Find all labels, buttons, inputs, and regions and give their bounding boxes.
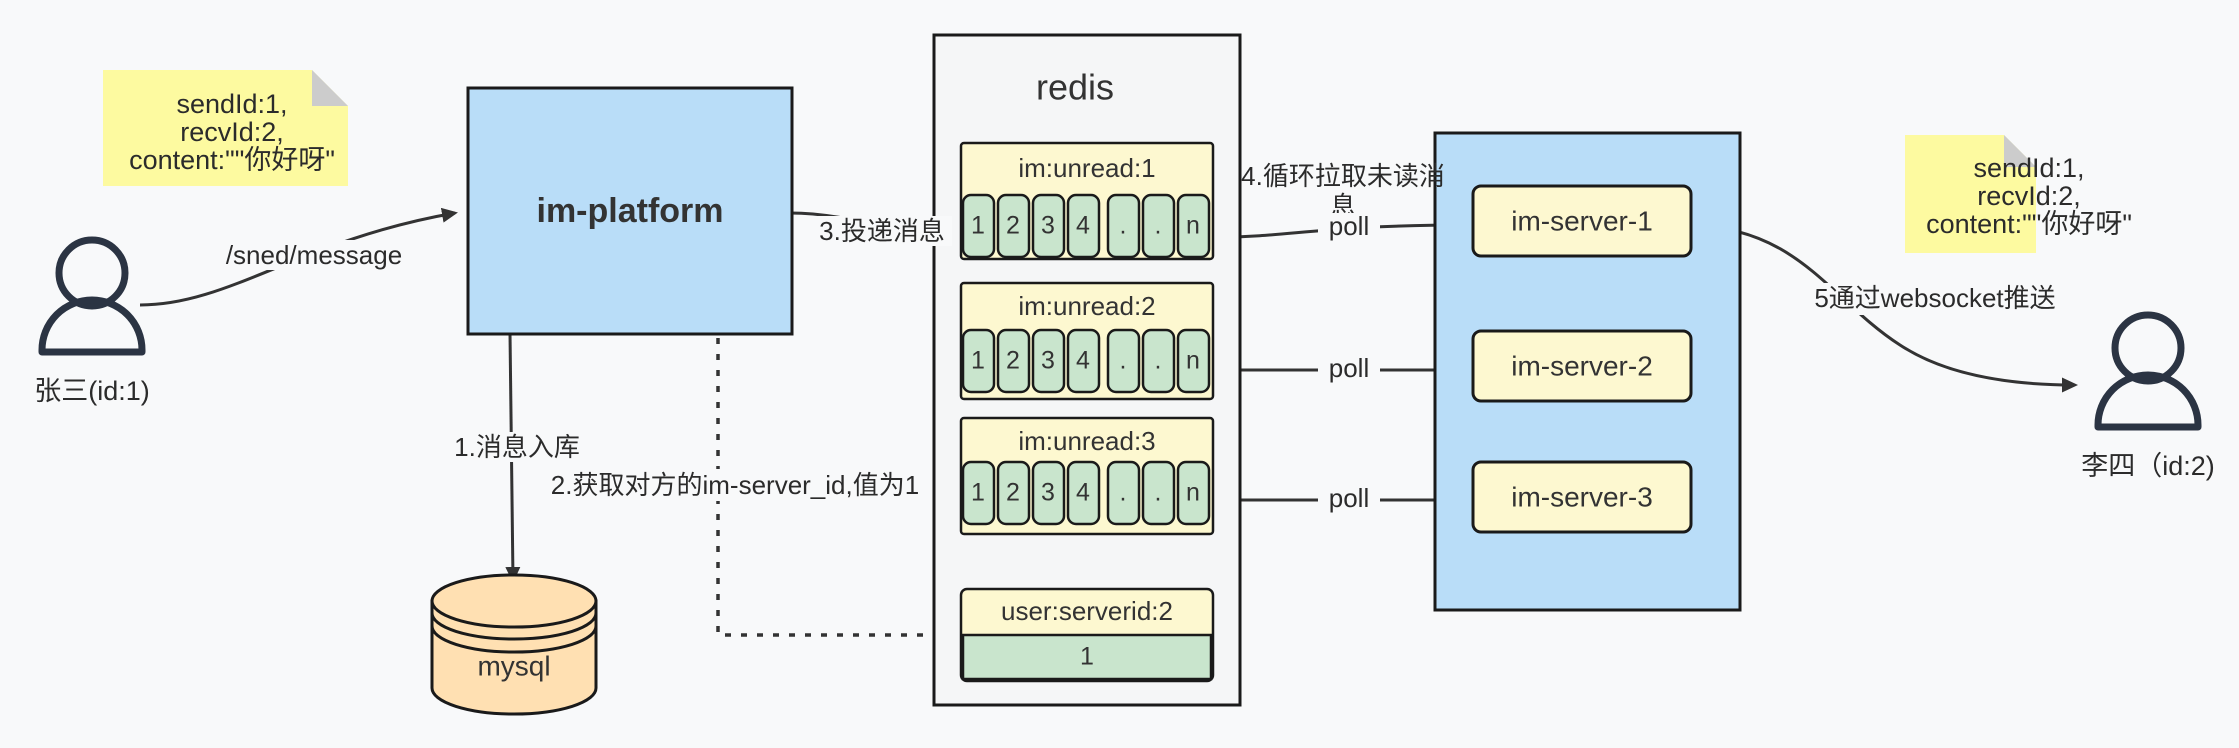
im-server-3-box[interactable] [1471, 460, 1693, 534]
redis-cell-0-1: 2 [1006, 212, 1020, 240]
redis-cell-0-5: . [1155, 212, 1162, 240]
im-server-1-box[interactable] [1471, 184, 1693, 258]
actor-sender-icon [38, 236, 146, 356]
redis-cell-2-5: . [1155, 479, 1162, 507]
redis-serverid-block[interactable] [959, 587, 1215, 683]
note-right-line-0: sendId:1, [1973, 153, 2084, 183]
redis-key-label-1: im:unread:2 [1018, 291, 1155, 321]
im-server-2-box[interactable] [1471, 329, 1693, 403]
edge-poll-1 [1221, 217, 1473, 239]
edge-label-bg-step5 [1790, 283, 2080, 315]
im-server-1-label: im-server-1 [1511, 205, 1653, 236]
redis-key-block-1[interactable] [959, 281, 1215, 401]
redis-cell-2-4: . [1120, 479, 1127, 507]
im-server-3-label: im-server-3 [1511, 481, 1653, 512]
redis-cell-1-1: 2 [1006, 347, 1020, 375]
redis-container-label: redis [1036, 67, 1114, 108]
redis-cell-0-0: 1 [971, 212, 985, 240]
edge-step2-fetch-serverid [716, 335, 955, 637]
note-fold-corner-left [312, 70, 348, 106]
redis-key-block-0[interactable] [959, 141, 1215, 261]
redis-cell-1-3: 4 [1076, 347, 1090, 375]
edge-label-step5: 5通过websocket推送 [1814, 283, 2055, 313]
redis-cell-0-2: 3 [1041, 212, 1055, 240]
note-right [1905, 135, 2036, 253]
edge-label-send-message: /sned/message [226, 240, 402, 270]
redis-cell-0-3: 4 [1076, 212, 1090, 240]
actor-sender-label: 张三(id:1) [34, 376, 150, 406]
edge-label-bg-step1 [452, 432, 582, 462]
edge-label-poll-2: poll [1329, 353, 1369, 383]
im-server-2-label: im-server-2 [1511, 350, 1653, 381]
redis-cell-0-6: n [1186, 212, 1200, 240]
note-fold-corner-right [2004, 135, 2036, 167]
edge-label-bg-poll3 [1318, 486, 1380, 514]
redis-cell-1-6: n [1186, 347, 1200, 375]
mysql-label: mysql [477, 650, 550, 681]
note-left [103, 70, 348, 186]
redis-serverid-key-label: user:serverid:2 [1001, 596, 1173, 626]
redis-serverid-value: 1 [1080, 643, 1094, 671]
edge-label-step4-line1: 4.循环拉取未读消 [1241, 161, 1445, 191]
edge-label-step2: 2.获取对方的im-server_id,值为1 [551, 470, 919, 500]
actor-receiver-label: 李四（id:2) [2081, 451, 2215, 481]
note-left-line-1: recvId:2, [180, 117, 284, 147]
mysql-cylinder[interactable] [430, 573, 598, 716]
redis-cell-1-0: 1 [971, 347, 985, 375]
edge-label-poll-1: poll [1329, 211, 1369, 241]
edge-label-bg-step2 [582, 469, 887, 501]
edge-label-poll-3: poll [1329, 483, 1369, 513]
edge-label-bg-poll2 [1318, 356, 1380, 384]
edge-label-bg-step3 [812, 216, 952, 246]
redis-cell-2-1: 2 [1006, 479, 1020, 507]
redis-cell-2-6: n [1186, 479, 1200, 507]
redis-key-label-0: im:unread:1 [1018, 153, 1155, 183]
redis-key-block-2[interactable] [959, 416, 1215, 536]
im-platform-box[interactable] [466, 86, 794, 336]
note-right-line-1: recvId:2, [1977, 181, 2081, 211]
actor-receiver-icon [2094, 311, 2202, 431]
redis-cell-2-3: 4 [1076, 479, 1090, 507]
redis-key-label-2: im:unread:3 [1018, 426, 1155, 456]
redis-cell-2-0: 1 [971, 479, 985, 507]
edge-label-step3: 3.投递消息 [819, 216, 945, 246]
note-left-line-0: sendId:1, [176, 89, 287, 119]
redis-cell-1-4: . [1120, 347, 1127, 375]
edge-step5-websocket-push [1689, 223, 2078, 393]
redis-cell-2-2: 3 [1041, 479, 1055, 507]
redis-cell-1-2: 3 [1041, 347, 1055, 375]
edge-label-bg-send [230, 240, 398, 270]
redis-cell-0-4: . [1120, 212, 1127, 240]
edge-label-bg-poll1 [1318, 213, 1380, 241]
note-right-line-2: content:""你好呀" [1926, 209, 2132, 239]
redis-cell-1-5: . [1155, 347, 1162, 375]
edge-label-step1: 1.消息入库 [454, 432, 580, 462]
im-platform-label: im-platform [537, 192, 724, 230]
note-left-line-2: content:""你好呀" [129, 145, 335, 175]
